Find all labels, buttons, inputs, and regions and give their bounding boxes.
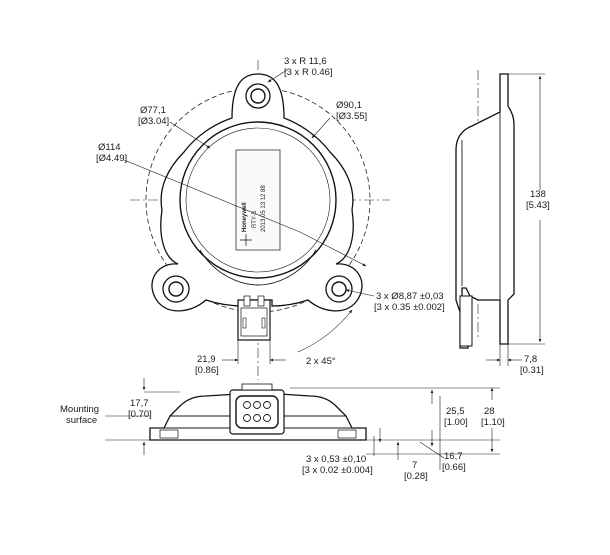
mount-hole-left xyxy=(168,281,184,297)
leader-holes xyxy=(345,289,375,297)
dim-138-in: [5.43] xyxy=(526,200,550,211)
dim-28-in: [1.10] xyxy=(481,417,505,428)
label-line2: 2013 05 13 12 88 xyxy=(261,185,267,232)
dim-167: 16,7 xyxy=(444,451,463,462)
inner-lower-arc xyxy=(199,249,317,286)
side-connector xyxy=(459,295,473,347)
dim-r-lobes: 3 x R 11,6 xyxy=(284,56,327,67)
dim-167-in: [0.66] xyxy=(442,462,466,473)
dim-219: 21,9 xyxy=(197,354,216,365)
dim-7-in: [0.28] xyxy=(404,471,428,482)
dim-255: 25,5 xyxy=(446,406,465,417)
dim-28: 28 xyxy=(484,406,495,417)
dim-holes: 3 x Ø8,87 ±0,03 xyxy=(376,291,444,302)
leader-r-lobes xyxy=(267,69,288,83)
bottom-view xyxy=(105,378,500,470)
angle-arc xyxy=(297,309,353,353)
dim-d77: Ø77,1 xyxy=(140,105,166,116)
dim-177-in: [0.70] xyxy=(128,409,152,420)
inner-circle-d77 xyxy=(179,121,337,279)
label-plate xyxy=(235,149,281,251)
foot-left xyxy=(159,429,179,439)
dim-d90-in: [Ø3.55] xyxy=(336,111,367,122)
leader-d114 xyxy=(123,159,301,233)
mount-hole-top xyxy=(250,88,266,104)
front-view: Honeywell RTY-S 2013 05 13 12 88 xyxy=(123,60,390,380)
leader-d114-end xyxy=(299,231,367,267)
side-view xyxy=(455,70,545,366)
inner-ring xyxy=(185,127,331,273)
leader-167 xyxy=(419,441,445,459)
dim-d90: Ø90,1 xyxy=(336,100,362,111)
leader-d77 xyxy=(169,121,211,149)
mount-hole-right xyxy=(331,281,347,297)
dim-d77-in: [Ø3.04] xyxy=(138,116,169,127)
dim-78: 7,8 xyxy=(524,354,537,365)
dim-177: 17,7 xyxy=(130,398,149,409)
dim-7: 7 xyxy=(412,460,417,471)
mount-hole-top-outer xyxy=(245,83,271,109)
dim-219-in: [0.86] xyxy=(195,365,219,376)
label-line1: RTY-S xyxy=(252,211,258,228)
mount-hole-right-outer xyxy=(325,275,353,303)
dim-053: 3 x 0,53 ±0,10 xyxy=(306,454,366,465)
mount-hole-left-outer xyxy=(162,275,190,303)
axis-symbol xyxy=(240,234,252,246)
connector-front xyxy=(237,295,271,341)
dim-d114: Ø114 xyxy=(98,142,121,153)
mounting-label-1: Mounting xyxy=(60,404,99,415)
dim-r-lobes-in: [3 x R 0.46] xyxy=(284,67,333,78)
label-brand: Honeywell xyxy=(242,202,248,232)
dim-d114-in: [Ø4.49] xyxy=(96,153,127,164)
dim-holes-in: [3 x 0.35 ±0.002] xyxy=(374,302,445,313)
foot-right xyxy=(337,429,357,439)
mounting-label-2: surface xyxy=(66,415,97,426)
side-body xyxy=(455,73,515,349)
dim-255-in: [1.00] xyxy=(444,417,468,428)
dim-78-in: [0.31] xyxy=(520,365,544,376)
connector-face xyxy=(229,383,285,435)
dim-angle: 2 x 45° xyxy=(306,356,336,367)
dim-138: 138 xyxy=(530,189,546,200)
dim-053-in: [3 x 0.02 ±0.004] xyxy=(302,465,373,476)
leader-d90 xyxy=(311,117,331,139)
